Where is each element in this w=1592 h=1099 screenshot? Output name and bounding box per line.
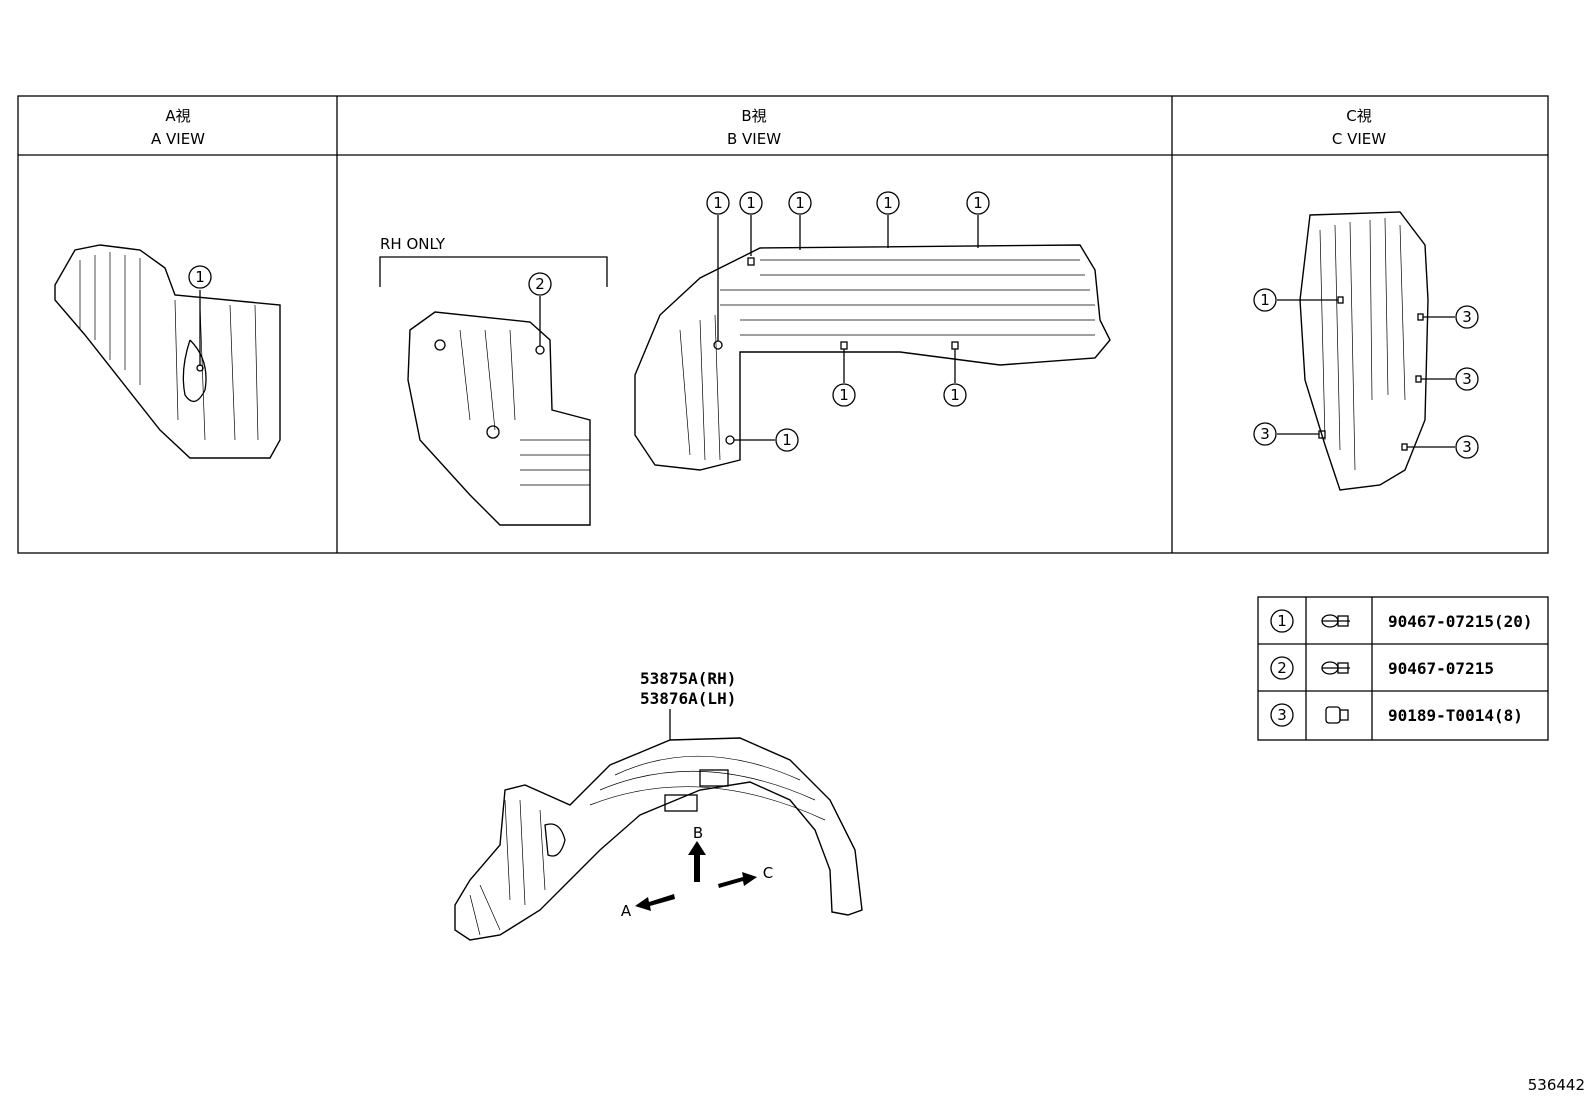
clip-icon <box>1321 661 1350 675</box>
callout-1-b8: 1 <box>782 431 792 449</box>
legend-ref-2: 2 <box>1277 659 1287 677</box>
rh-only-label: RH ONLY <box>380 235 446 253</box>
a-view-drawing: 1 <box>54 244 281 459</box>
part-number-lh: 53876A(LH) <box>640 689 736 708</box>
a-view-title-jp: A視 <box>165 107 190 125</box>
b-view-title-en: B VIEW <box>727 130 781 148</box>
legend-part-2: 90467-07215 <box>1388 659 1494 678</box>
fender-liner-drawing: 53875A(RH) 53876A(LH) B A C <box>454 669 863 941</box>
c-view-title-jp: C視 <box>1346 107 1371 125</box>
grommet-icon <box>1325 706 1349 724</box>
diagram-id: 536442 <box>1528 1076 1585 1094</box>
fastener-legend-table: 1 2 3 90467-07215(20) 90467-07215 90189-… <box>1257 596 1549 741</box>
callout-3-c4: 3 <box>1462 438 1472 456</box>
callout-1-b7: 1 <box>950 386 960 404</box>
callout-1-a: 1 <box>195 268 205 286</box>
rh-only-detail: RH ONLY 2 <box>379 235 608 526</box>
callout-1-b1: 1 <box>713 194 723 212</box>
callout-2: 2 <box>535 275 545 293</box>
legend-ref-3: 3 <box>1277 706 1287 724</box>
b-view-title-jp: B視 <box>741 107 766 125</box>
c-view-title-en: C VIEW <box>1332 130 1386 148</box>
callout-3-c3: 3 <box>1260 425 1270 443</box>
callout-3-c1: 3 <box>1462 308 1472 326</box>
callout-1-b4: 1 <box>883 194 893 212</box>
b-view-drawing: 1 1 1 1 1 1 1 1 <box>634 191 1111 471</box>
arrow-label-a: A <box>621 902 632 920</box>
callout-1-b6: 1 <box>839 386 849 404</box>
a-view-title-en: A VIEW <box>151 130 205 148</box>
view-frame <box>17 95 1549 554</box>
callout-1-c: 1 <box>1260 291 1270 309</box>
legend-part-1: 90467-07215(20) <box>1388 612 1533 631</box>
callout-1-b3: 1 <box>795 194 805 212</box>
clip-icon <box>1321 614 1350 628</box>
c-view-drawing: 1 3 3 3 3 <box>1253 211 1479 491</box>
legend-ref-1: 1 <box>1277 612 1287 630</box>
arrow-label-c: C <box>763 864 773 882</box>
callout-3-c2: 3 <box>1462 370 1472 388</box>
callout-1-b5: 1 <box>973 194 983 212</box>
arrow-label-b: B <box>693 824 703 842</box>
callout-1-b2: 1 <box>746 194 756 212</box>
part-number-rh: 53875A(RH) <box>640 669 736 688</box>
legend-part-3: 90189-T0014(8) <box>1388 706 1523 725</box>
